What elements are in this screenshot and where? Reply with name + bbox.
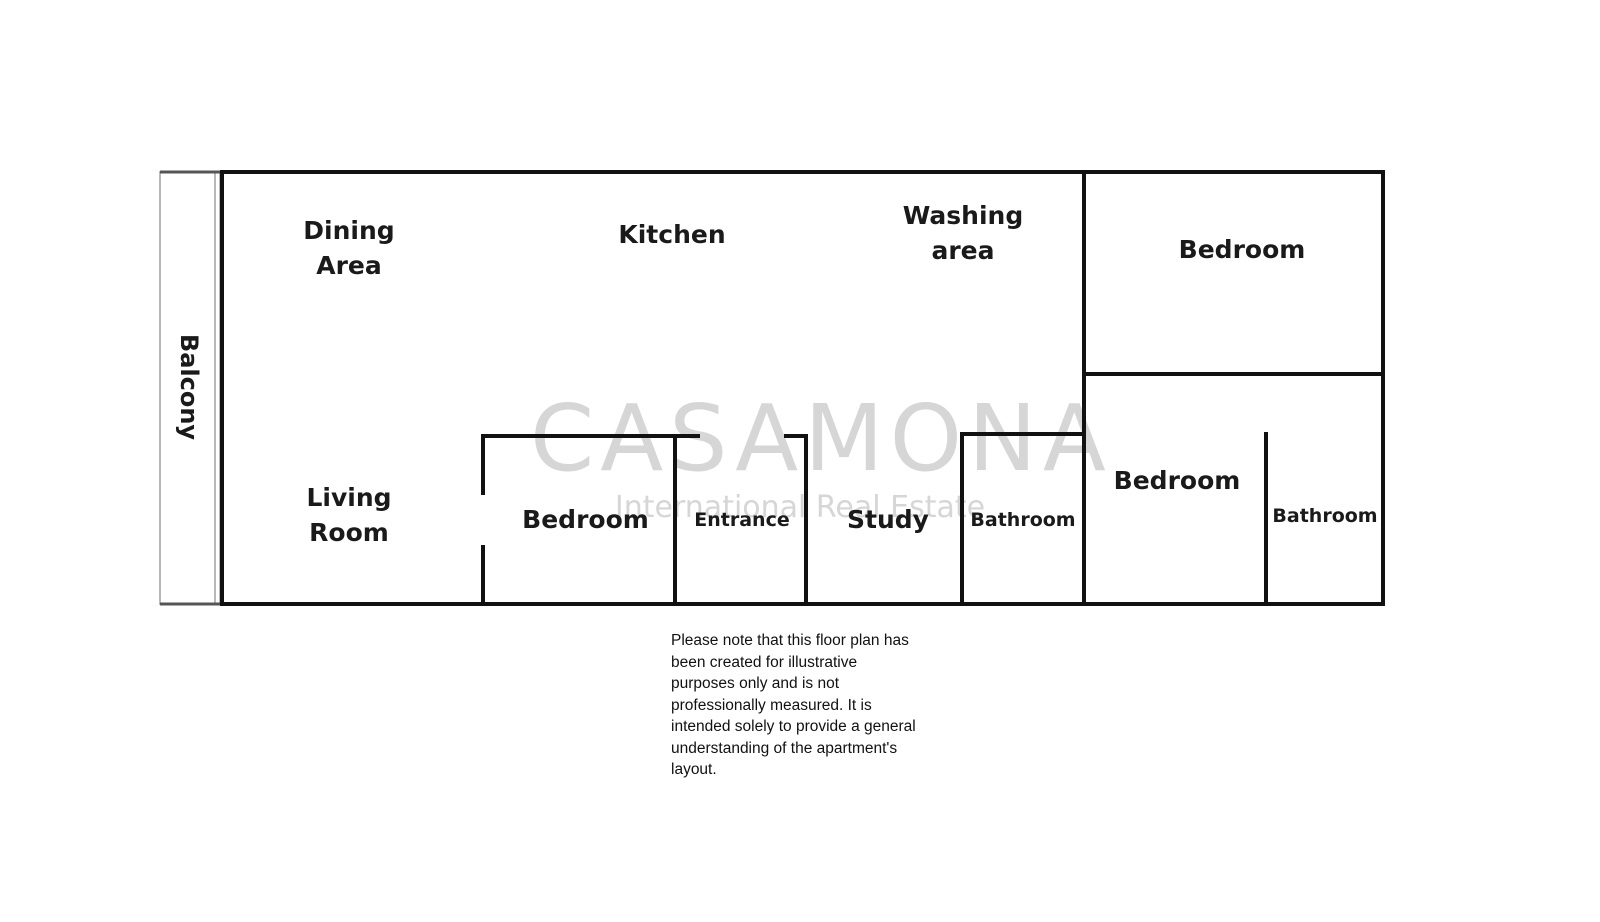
entrance-label: Entrance: [694, 509, 790, 531]
bathroom-right-label: Bathroom: [1272, 505, 1378, 527]
balcony: Balcony: [160, 174, 218, 600]
bathroom-center-label: Bathroom: [970, 509, 1076, 531]
living-room-label: Living Room: [306, 483, 392, 547]
bedroom-center-label: Bedroom: [522, 505, 649, 534]
bedroom-top-right-label: Bedroom: [1178, 235, 1306, 264]
bedroom-right-label: Bedroom: [1113, 466, 1241, 495]
disclaimer-note: Please note that this floor plan has bee…: [671, 632, 916, 778]
balcony-label: Balcony: [175, 333, 203, 441]
kitchen-label: Kitchen: [618, 220, 726, 249]
watermark-brand: CASAMONA: [530, 385, 1112, 492]
washing-area-label: Washing area: [902, 201, 1024, 265]
dining-area-label: Dining Area: [303, 216, 395, 280]
study-label: Study: [847, 505, 929, 534]
